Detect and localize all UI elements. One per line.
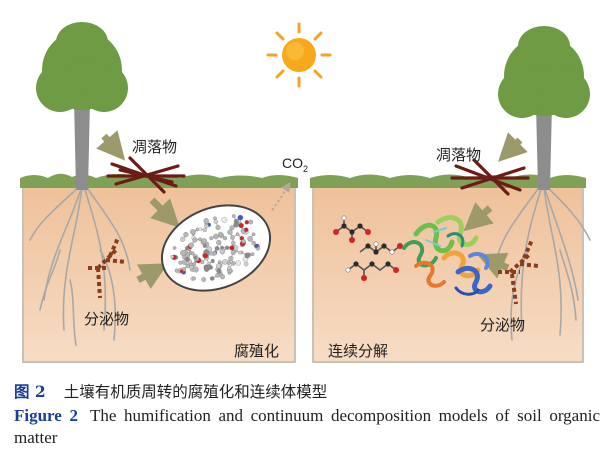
right-tree-crown [498, 26, 590, 118]
left-panel-humification: 凋落物 分泌物 腐殖化 [20, 22, 298, 363]
left-tree-trunk [74, 100, 90, 190]
left-tree-roots [29, 185, 131, 346]
protein-ribbon-structure [402, 215, 493, 296]
left-arrow-tree-to-litter [96, 130, 126, 161]
co2-release-arrow [271, 181, 291, 211]
left-litter-icon [106, 156, 186, 194]
left-arrow-exudate-to-humus [136, 263, 169, 290]
left-exudate-icon [88, 237, 127, 299]
right-litter-label: 凋落物 [436, 146, 481, 164]
right-arrow-exudate-to-protein [477, 252, 510, 279]
right-panel-continuum: 凋落物 分泌物 连续分解 [310, 26, 591, 363]
left-litter-label: 凋落物 [132, 138, 177, 156]
right-exudate-icon [498, 239, 539, 305]
continuum-model-label: 连续分解 [328, 342, 388, 360]
caption-en-number: Figure 2 [14, 406, 78, 425]
soil-organic-matter-diagram: 凋落物 分泌物 腐殖化 CO2 [20, 22, 591, 363]
humus-molecule-structure [170, 214, 261, 282]
left-arrow-litter-to-humus [149, 197, 180, 228]
caption-zh-number: 图 2 [14, 382, 46, 401]
right-exudate-label: 分泌物 [480, 316, 525, 334]
co2-label: CO2 [282, 155, 308, 174]
right-tree-roots [493, 185, 591, 341]
sun-icon [266, 22, 332, 88]
small-organic-molecules [333, 215, 403, 281]
left-exudate-label: 分泌物 [84, 310, 129, 328]
caption-chinese: 图 2 土壤有机质周转的腐殖化和连续体模型 [14, 381, 600, 403]
humification-model-label: 腐殖化 [234, 342, 279, 360]
right-litter-icon [450, 158, 530, 196]
humus-molecule-blob [160, 204, 272, 292]
caption-zh-text: 土壤有机质周转的腐殖化和连续体模型 [63, 383, 328, 401]
right-arrow-litter-to-protein [463, 202, 494, 232]
right-soil-block [312, 185, 584, 363]
left-tree-crown [36, 22, 128, 112]
caption-en-text: The humification and continuum decomposi… [14, 406, 600, 447]
right-arrow-tree-to-litter [498, 132, 528, 162]
right-tree-trunk [536, 104, 552, 190]
